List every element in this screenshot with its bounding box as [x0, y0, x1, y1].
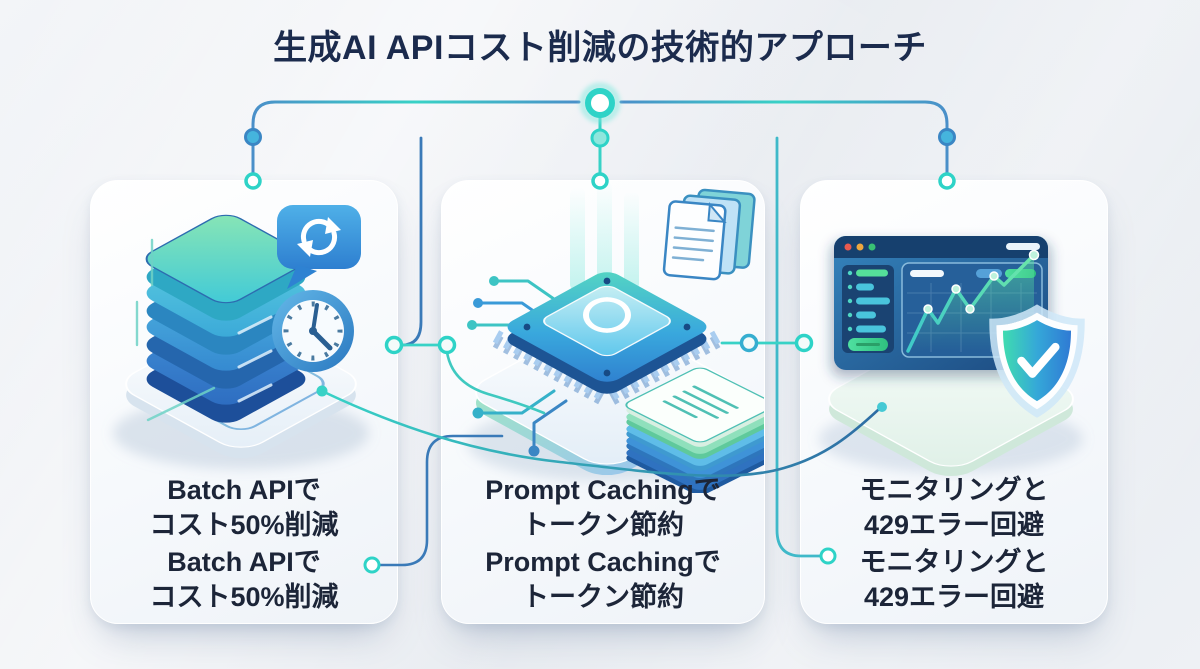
monitoring-illustration — [819, 236, 1085, 477]
hub-node-glow — [579, 82, 621, 124]
page-title: 生成AI APIコスト削減の技術的アプローチ — [273, 29, 927, 67]
connector-top-right — [619, 100, 949, 176]
label-line: 429エラー回避 — [863, 510, 1045, 540]
label-line: Prompt Cachingで — [485, 475, 721, 505]
label-block: Prompt Cachingで トークン節約 — [442, 545, 764, 615]
server-stack-icon — [145, 214, 307, 423]
label-line: 429エラー回避 — [863, 582, 1045, 612]
label-block: モニタリングと 429エラー回避 — [801, 545, 1107, 615]
batch-api-illustration — [113, 205, 369, 469]
document-stack-icon — [662, 188, 756, 281]
glow-beams — [570, 181, 639, 293]
label-block: モニタリングと 429エラー回避 — [801, 473, 1107, 543]
ai-swirl-logo-icon — [583, 297, 631, 333]
label-line: モニタリングと — [859, 547, 1049, 577]
card-batch-api-labels: Batch APIで コスト50%削減 Batch APIで コスト50%削減 — [91, 473, 397, 617]
label-line: Prompt Cachingで — [485, 547, 721, 577]
label-line: Batch APIで — [167, 547, 321, 577]
card-batch-api: Batch APIで コスト50%削減 Batch APIで コスト50%削減 — [90, 180, 398, 624]
card-prompt-caching-labels: Prompt Cachingで トークン節約 Prompt Cachingで ト… — [442, 473, 764, 617]
sync-speech-bubble-icon — [277, 205, 361, 289]
shield-check-icon — [989, 304, 1085, 418]
label-line: Batch APIで — [167, 475, 321, 505]
prompt-caching-illustration — [467, 181, 764, 493]
label-line: コスト50%削減 — [149, 510, 339, 540]
mid-node — [590, 128, 610, 148]
clock-icon — [272, 290, 354, 372]
label-block: Batch APIで コスト50%削減 — [91, 473, 397, 543]
connector-branch-left — [400, 136, 423, 347]
card-prompt-caching: Prompt Cachingで トークン節約 Prompt Cachingで ト… — [441, 180, 765, 624]
cpu-chip-icon — [507, 272, 707, 394]
label-line: トークン節約 — [522, 510, 684, 540]
label-line: トークン節約 — [522, 582, 684, 612]
hub-node — [585, 88, 615, 118]
label-block: Batch APIで コスト50%削減 — [91, 545, 397, 615]
label-block: Prompt Cachingで トークン節約 — [442, 473, 764, 543]
sidebar-menu — [842, 265, 894, 353]
card-monitoring-labels: モニタリングと 429エラー回避 モニタリングと 429エラー回避 — [801, 473, 1107, 617]
side-node-right — [938, 128, 956, 146]
connector-top-left — [251, 100, 581, 176]
label-line: モニタリングと — [859, 475, 1049, 505]
label-line: コスト50%削減 — [149, 582, 339, 612]
side-node-left — [244, 128, 262, 146]
card-monitoring: モニタリングと 429エラー回避 モニタリングと 429エラー回避 — [800, 180, 1108, 624]
